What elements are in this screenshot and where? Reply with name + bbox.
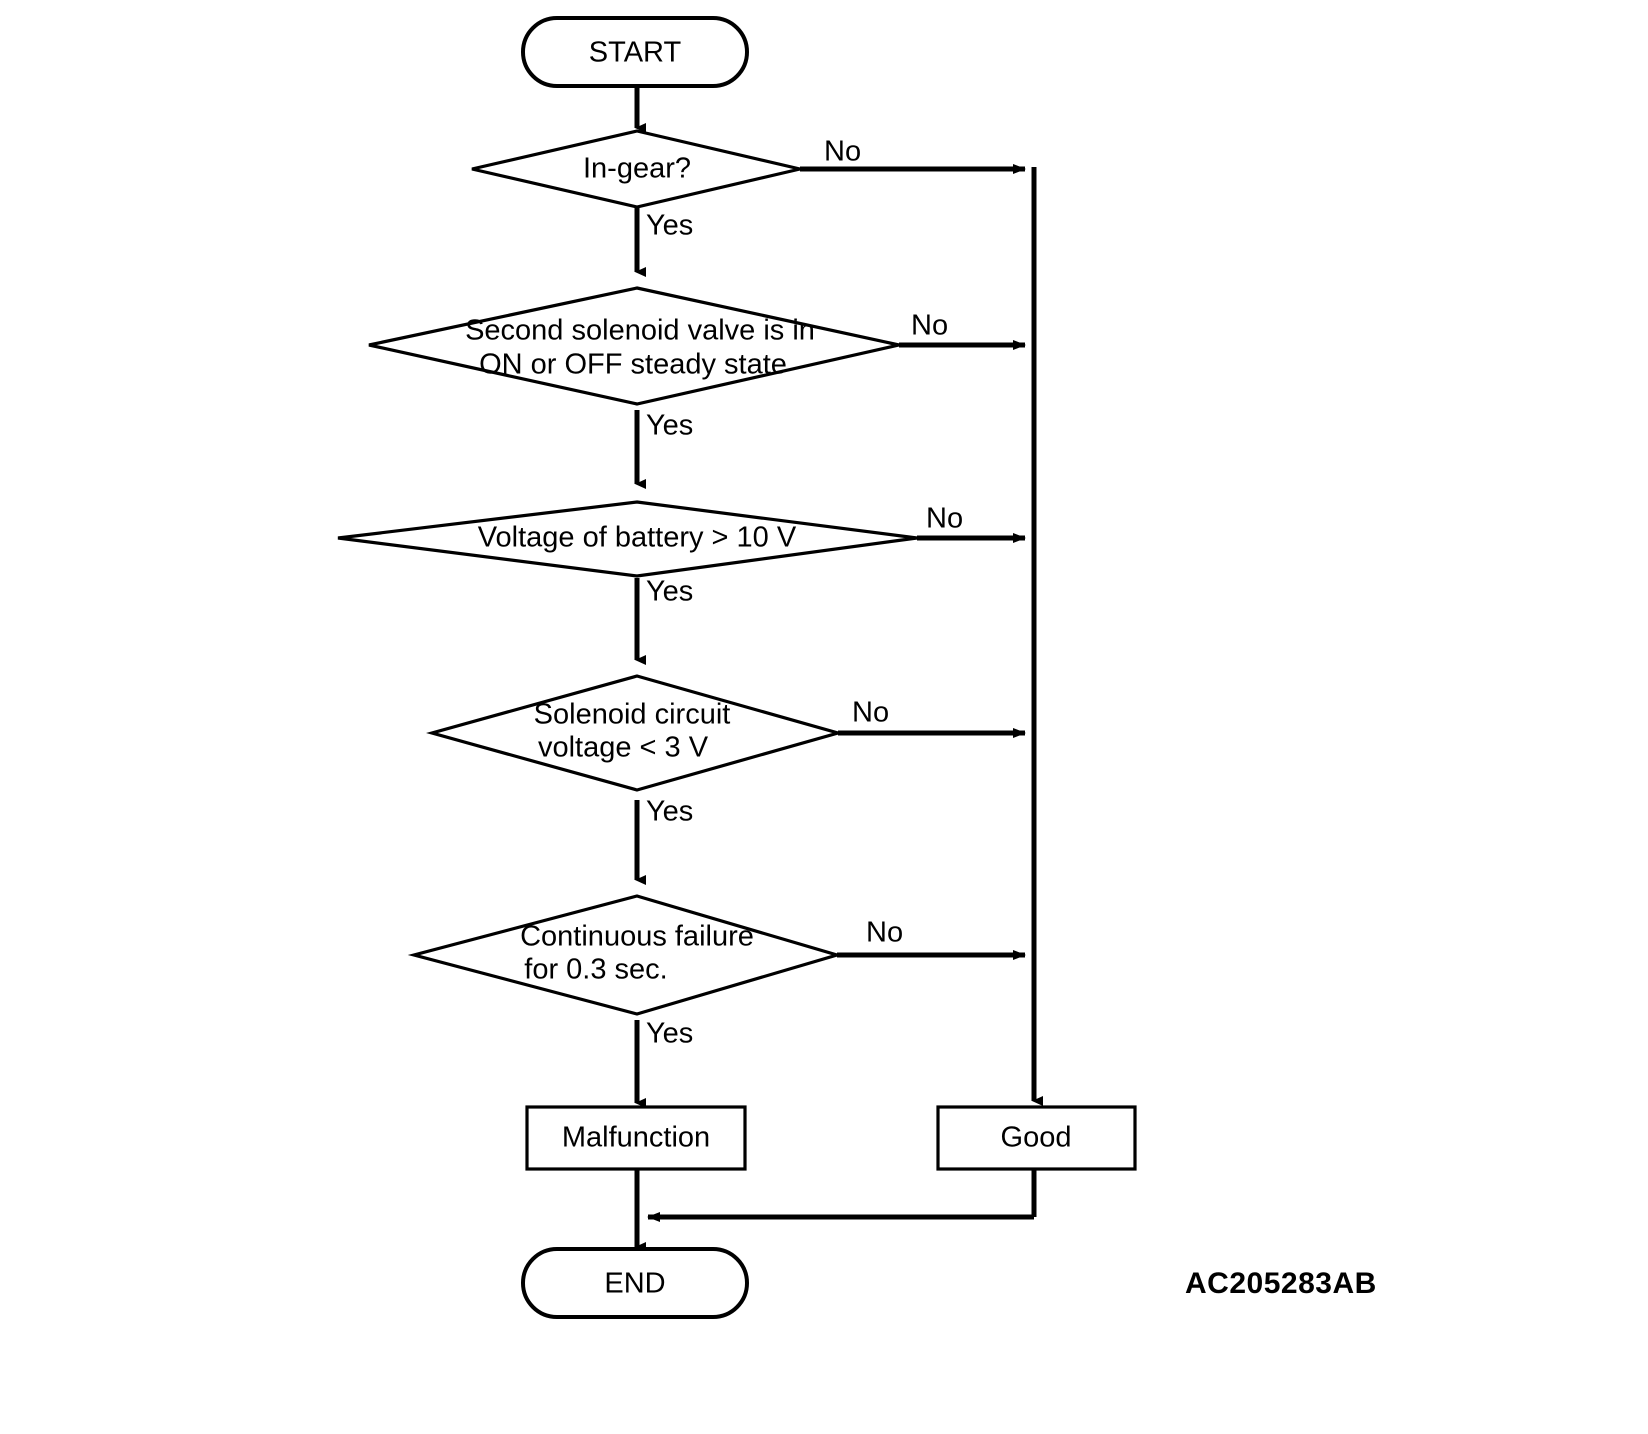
circuit-voltage-label-line2: voltage < 3 V [538,732,709,764]
edge-label-yes-5: Yes [646,1018,693,1050]
good-label: Good [1001,1122,1072,1154]
edge-label-yes-3: Yes [646,576,693,608]
node-decision-in-gear: In-gear? [471,129,801,209]
start-terminator-shape [521,16,749,88]
good-box-shape [936,1105,1137,1171]
node-start: START [521,16,749,88]
start-label: START [589,37,682,69]
in-gear-label: In-gear? [583,153,691,185]
continuous-failure-label-line1: Continuous failure [520,921,754,953]
in-gear-decision-shape [471,129,801,209]
edge-label-no-3: No [926,503,963,535]
continuous-failure-label-line2: for 0.3 sec. [524,954,667,986]
edge-label-no-5: No [866,917,903,949]
edge-label-yes-4: Yes [646,796,693,828]
malfunction-label: Malfunction [562,1122,710,1154]
continuous-failure-decision-shape [407,894,843,1016]
solenoid-state-label-line1: Second solenoid valve is in [465,315,815,347]
edge-label-yes-2: Yes [646,410,693,442]
node-good: Good [936,1105,1137,1171]
node-decision-solenoid-state: Second solenoid valve is in ON or OFF st… [368,286,900,406]
node-end: END [521,1247,749,1319]
solenoid-state-decision-shape [368,286,900,406]
edge-label-no-1: No [824,136,861,168]
node-decision-continuous-failure: Continuous failure for 0.3 sec. [407,894,843,1016]
end-terminator-shape [521,1247,749,1319]
node-decision-battery-voltage: Voltage of battery > 10 V [337,500,918,578]
end-label: END [604,1268,665,1300]
malfunction-box-shape [525,1105,747,1171]
edge-label-yes-1: Yes [646,210,693,242]
edge-label-no-4: No [852,697,889,729]
edge-label-no-2: No [911,310,948,342]
node-decision-circuit-voltage: Solenoid circuit voltage < 3 V [426,674,844,792]
battery-voltage-decision-shape [337,500,918,578]
solenoid-state-label-line2: ON or OFF steady state [479,349,787,381]
circuit-voltage-decision-shape [426,674,844,792]
node-malfunction: Malfunction [525,1105,747,1171]
figure-code-label: AC205283AB [1185,1267,1377,1300]
battery-voltage-label: Voltage of battery > 10 V [478,522,797,554]
circuit-voltage-label-line1: Solenoid circuit [534,699,731,731]
